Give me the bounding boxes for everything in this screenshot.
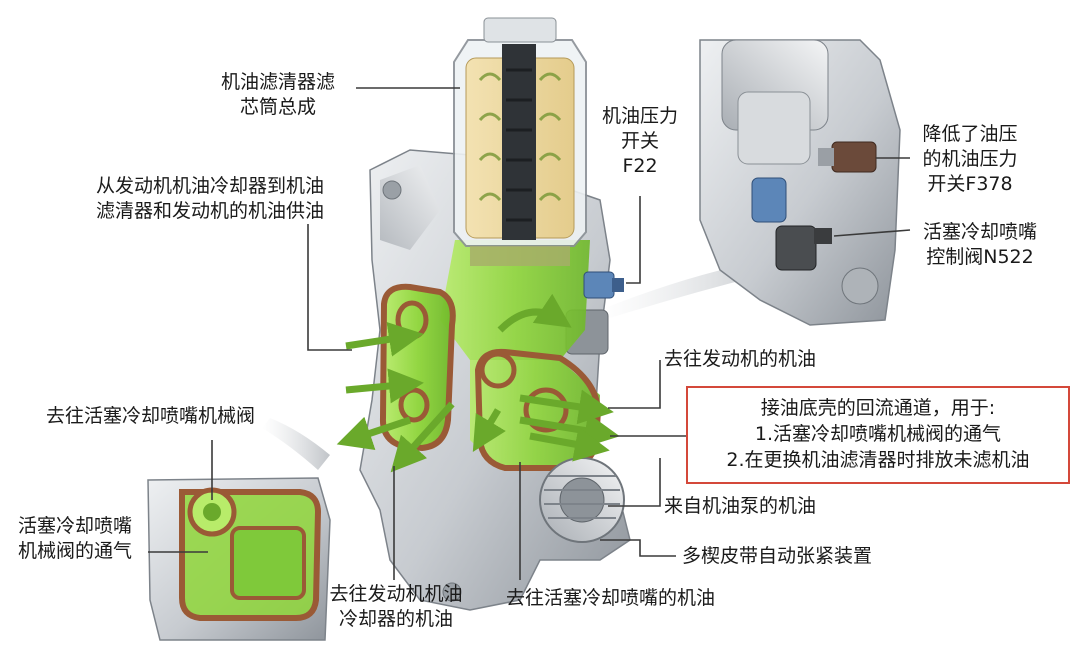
- label-belt-tensioner-text: 多楔皮带自动张紧装置: [682, 545, 873, 567]
- oil-filter-cartridge: [453, 17, 587, 266]
- label-to-cooler-line2: 冷却器的机油: [338, 608, 453, 630]
- label-to-piston-valve: 去往活塞冷却喷嘴机械阀: [46, 404, 255, 429]
- label-piston-cooling-valve: 活塞冷却喷嘴 控制阀N522: [910, 220, 1050, 270]
- label-to-engine: 去往发动机的机油: [664, 347, 816, 372]
- oil-pressure-switch-f22: [583, 271, 624, 299]
- label-filter-cartridge: 机油滤清器滤 芯筒总成: [198, 70, 358, 120]
- belt-tensioner: [539, 457, 625, 543]
- label-to-engine-text: 去往发动机的机油: [664, 348, 817, 370]
- label-oil-pressure-switch-line3: F22: [622, 155, 658, 177]
- label-filter-cartridge-line1: 机油滤清器滤: [220, 71, 335, 93]
- inset-connector-swoosh-left: [262, 418, 330, 470]
- label-supply-from-cooler: 从发动机机油冷却器到机油 滤清器和发动机的机油供油: [78, 174, 342, 224]
- label-piston-valve-vent-line1: 活塞冷却喷嘴: [17, 515, 132, 537]
- inset-view-mechanical-valve: [147, 477, 331, 641]
- label-to-cooler-line1: 去往发动机机油: [329, 583, 463, 605]
- label-to-piston-nozzle-text: 去往活塞冷却喷嘴的机油: [506, 587, 716, 609]
- label-supply-from-cooler-line1: 从发动机机油冷却器到机油: [95, 175, 324, 197]
- label-reduced-pressure-switch-line1: 降低了油压: [922, 123, 1018, 145]
- piston-cooling-valve-n522: [775, 225, 832, 271]
- label-belt-tensioner: 多楔皮带自动张紧装置: [682, 544, 872, 569]
- pressure-switch-f378: [818, 141, 877, 173]
- label-from-pump: 来自机油泵的机油: [664, 494, 816, 519]
- label-oil-pressure-switch: 机油压力 开关 F22: [592, 104, 688, 179]
- label-oil-pressure-switch-line2: 开关: [620, 130, 659, 152]
- label-filter-cartridge-line2: 芯筒总成: [239, 96, 316, 118]
- note-item-1: 1.活塞冷却喷嘴机械阀的通气: [754, 423, 1002, 445]
- return-channel-note-box: 接油底壳的回流通道，用于: 1.活塞冷却喷嘴机械阀的通气 2.在更换机油滤清器时…: [686, 386, 1070, 484]
- leader-lines: [148, 87, 911, 580]
- note-title: 接油底壳的回流通道，用于:: [760, 397, 996, 419]
- label-piston-cooling-valve-line1: 活塞冷却喷嘴: [922, 221, 1037, 243]
- sensor-blue: [751, 177, 787, 223]
- label-reduced-pressure-switch-line3: 开关F378: [927, 173, 1013, 195]
- inset-view-sensors: [699, 39, 901, 326]
- label-reduced-pressure-switch: 降低了油压 的机油压力 开关F378: [912, 122, 1028, 197]
- label-piston-valve-vent-line2: 机械阀的通气: [17, 540, 132, 562]
- label-piston-valve-vent: 活塞冷却喷嘴 机械阀的通气: [6, 514, 144, 564]
- label-to-piston-nozzle: 去往活塞冷却喷嘴的机油: [506, 586, 715, 611]
- label-supply-from-cooler-line2: 滤清器和发动机的机油供油: [95, 200, 324, 222]
- label-to-cooler: 去往发动机机油 冷却器的机油: [318, 582, 474, 632]
- label-reduced-pressure-switch-line2: 的机油压力: [922, 148, 1018, 170]
- label-oil-pressure-switch-line1: 机油压力: [601, 105, 678, 127]
- label-to-piston-valve-text: 去往活塞冷却喷嘴机械阀: [46, 405, 256, 427]
- note-item-2: 2.在更换机油滤清器时排放未滤机油: [726, 449, 1030, 471]
- flow-arrows: [336, 293, 620, 473]
- label-from-pump-text: 来自机油泵的机油: [664, 495, 817, 517]
- label-piston-cooling-valve-line2: 控制阀N522: [926, 246, 1034, 268]
